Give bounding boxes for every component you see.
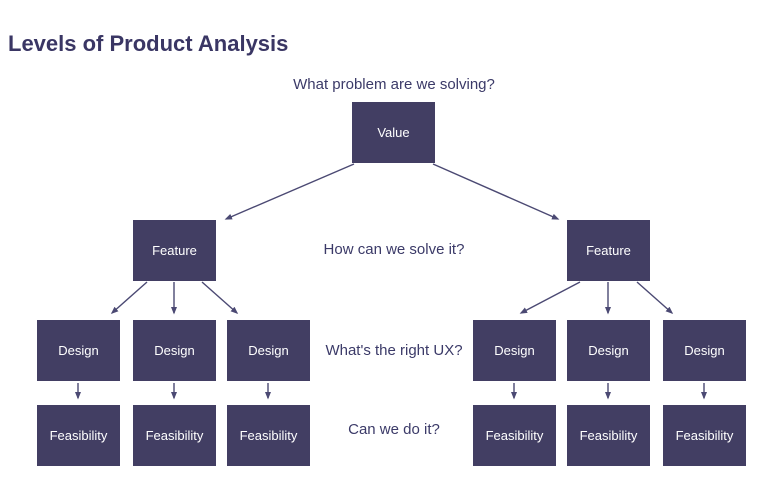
arrow-feature-left-to-design-1 xyxy=(110,281,148,314)
node-value: Value xyxy=(352,102,435,163)
page-title: Levels of Product Analysis xyxy=(8,30,289,56)
node-design-5: Design xyxy=(567,320,650,381)
arrow-feature-left-to-design-3 xyxy=(201,281,239,314)
node-feasibility-5: Feasibility xyxy=(567,405,650,466)
node-design-1: Design xyxy=(37,320,120,381)
node-design-2: Design xyxy=(133,320,216,381)
question-ux: What's the right UX? xyxy=(325,342,463,359)
node-feasibility-6: Feasibility xyxy=(663,405,746,466)
node-feature-left: Feature xyxy=(133,220,216,281)
node-design-4: Design xyxy=(473,320,556,381)
arrow-feature-right-to-design-4 xyxy=(519,281,581,314)
node-feature-right: Feature xyxy=(567,220,650,281)
node-design-6: Design xyxy=(663,320,746,381)
node-feasibility-2: Feasibility xyxy=(133,405,216,466)
node-feasibility-1: Feasibility xyxy=(37,405,120,466)
node-feasibility-4: Feasibility xyxy=(473,405,556,466)
arrow-feature-right-to-design-6 xyxy=(636,281,674,314)
arrow-value-to-feature-left xyxy=(224,163,355,220)
question-feasibility: Can we do it? xyxy=(348,421,440,438)
node-feasibility-3: Feasibility xyxy=(227,405,310,466)
arrow-value-to-feature-right xyxy=(432,163,560,220)
node-design-3: Design xyxy=(227,320,310,381)
question-problem: What problem are we solving? xyxy=(293,76,495,93)
question-solution: How can we solve it? xyxy=(323,241,465,258)
